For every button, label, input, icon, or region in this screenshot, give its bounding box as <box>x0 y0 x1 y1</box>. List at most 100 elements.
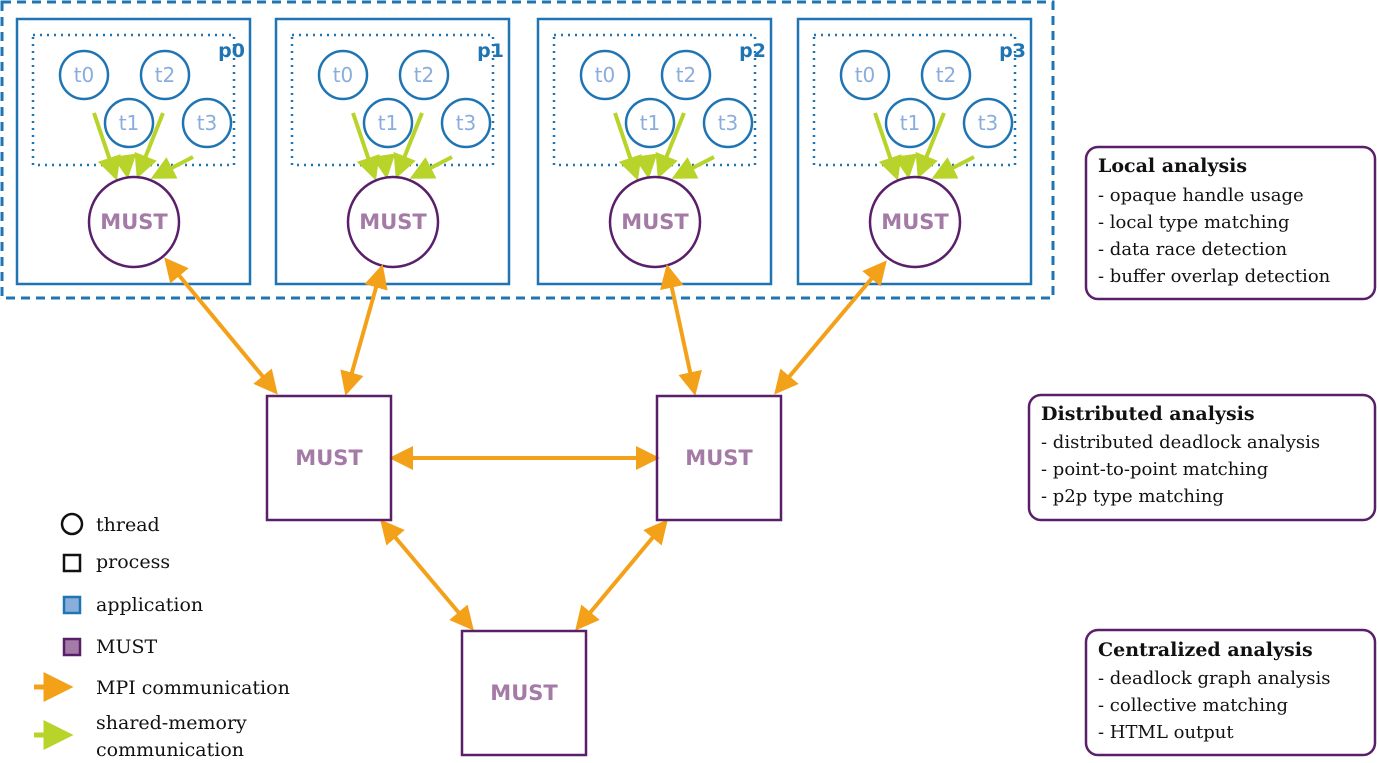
mpi-communication-arrow <box>340 264 388 396</box>
shared-memory-arrow <box>633 153 658 179</box>
shared-memory-arrow <box>873 112 902 181</box>
thread-label: t3 <box>978 111 999 135</box>
legend-shm-label-line2: communication <box>96 739 244 761</box>
legend-application-label: application <box>96 594 203 616</box>
thread-node <box>624 97 676 149</box>
must-thread-label: MUST <box>359 210 427 234</box>
must-thread-node <box>346 175 440 269</box>
legend-thread-icon <box>60 512 84 536</box>
must-node-left <box>265 394 393 522</box>
mpi-communication-arrow <box>774 260 887 395</box>
legend: thread process application MUST MPI comm… <box>34 512 290 761</box>
thread-label: t0 <box>855 63 876 87</box>
shared-memory-arrow <box>409 155 453 179</box>
process-box <box>274 17 511 286</box>
thread-group <box>812 33 1017 167</box>
must-thread-label: MUST <box>621 210 689 234</box>
thread-node <box>440 97 492 149</box>
local-analysis-item: - opaque handle usage <box>1098 185 1304 206</box>
mpi-communication-arrow <box>575 519 668 631</box>
thread-label: t0 <box>74 63 95 87</box>
local-analysis-item: - data race detection <box>1098 239 1288 260</box>
mpi-communication-arrow <box>660 264 702 396</box>
distributed-analysis-item: - distributed deadlock analysis <box>1041 432 1320 453</box>
thread-node <box>962 97 1014 149</box>
legend-thread-label: thread <box>96 514 160 536</box>
legend-process-label: process <box>96 551 170 573</box>
shared-memory-arrow <box>931 155 975 179</box>
thread-label: t1 <box>640 111 661 135</box>
thread-label: t2 <box>155 63 176 87</box>
legend-shm-label-line1: shared-memory <box>96 712 247 734</box>
thread-node <box>139 49 191 101</box>
must-thread-node <box>87 175 181 269</box>
thread-node <box>702 97 754 149</box>
thread-group <box>31 33 236 167</box>
process-label: p3 <box>999 40 1026 62</box>
process-box <box>796 17 1033 286</box>
legend-mpi-label: MPI communication <box>96 677 290 699</box>
centralized-analysis-item: - deadlock graph analysis <box>1098 668 1330 689</box>
legend-must-icon <box>62 637 82 657</box>
thread-label: t1 <box>119 111 140 135</box>
must-thread-node <box>868 175 962 269</box>
shared-memory-arrow <box>371 153 396 179</box>
shared-memory-arrow <box>150 155 194 179</box>
centralized-analysis-item: - HTML output <box>1098 722 1234 743</box>
distributed-analysis-title: Distributed analysis <box>1041 403 1255 425</box>
centralized-analysis-box: Centralized analysis - deadlock graph an… <box>1084 628 1377 757</box>
legend-process-icon <box>62 553 82 573</box>
thread-node <box>839 49 891 101</box>
thread-node <box>181 97 233 149</box>
shared-memory-arrow <box>613 112 642 181</box>
distributed-analysis-box: Distributed analysis - distributed deadl… <box>1027 393 1377 522</box>
process-label: p0 <box>218 40 245 62</box>
must-node-right-label: MUST <box>685 446 753 470</box>
local-analysis-item: - local type matching <box>1098 212 1290 233</box>
thread-group <box>552 33 757 167</box>
shared-memory-arrow <box>915 112 946 179</box>
local-analysis-box: Local analysis - opaque handle usage - l… <box>1084 145 1377 301</box>
legend-application-icon <box>62 595 82 615</box>
shared-memory-arrow <box>393 112 424 179</box>
shared-memory-arrow <box>655 112 686 179</box>
must-node-left-label: MUST <box>295 446 363 470</box>
process-label: p1 <box>477 40 504 62</box>
shared-memory-arrow <box>112 153 137 179</box>
distributed-analysis-item: - point-to-point matching <box>1041 459 1268 480</box>
process-box <box>15 17 252 286</box>
thread-label: t1 <box>378 111 399 135</box>
thread-node <box>362 97 414 149</box>
thread-label: t2 <box>414 63 435 87</box>
shared-memory-arrow <box>134 112 165 179</box>
mpi-communication-arrow <box>164 257 278 395</box>
thread-node <box>660 49 712 101</box>
thread-label: t3 <box>456 111 477 135</box>
thread-label: t3 <box>197 111 218 135</box>
legend-must-label: MUST <box>96 636 157 658</box>
local-analysis-title: Local analysis <box>1098 155 1247 177</box>
thread-node <box>103 97 155 149</box>
thread-group <box>290 33 495 167</box>
must-node-root <box>460 629 588 757</box>
thread-node <box>58 49 110 101</box>
centralized-analysis-title: Centralized analysis <box>1098 639 1313 661</box>
local-analysis-item: - buffer overlap detection <box>1098 266 1331 287</box>
must-thread-node <box>608 175 702 269</box>
thread-node <box>579 49 631 101</box>
shared-memory-arrow <box>893 153 918 179</box>
mpi-communication-arrow <box>380 519 474 631</box>
thread-node <box>317 49 369 101</box>
must-node-right <box>655 394 783 522</box>
distributed-analysis-item: - p2p type matching <box>1041 486 1224 507</box>
must-node-root-label: MUST <box>490 681 558 705</box>
thread-label: t1 <box>900 111 921 135</box>
must-thread-label: MUST <box>881 210 949 234</box>
shared-memory-arrow <box>92 112 121 181</box>
thread-label: t2 <box>676 63 697 87</box>
application-boundary <box>0 0 1055 300</box>
